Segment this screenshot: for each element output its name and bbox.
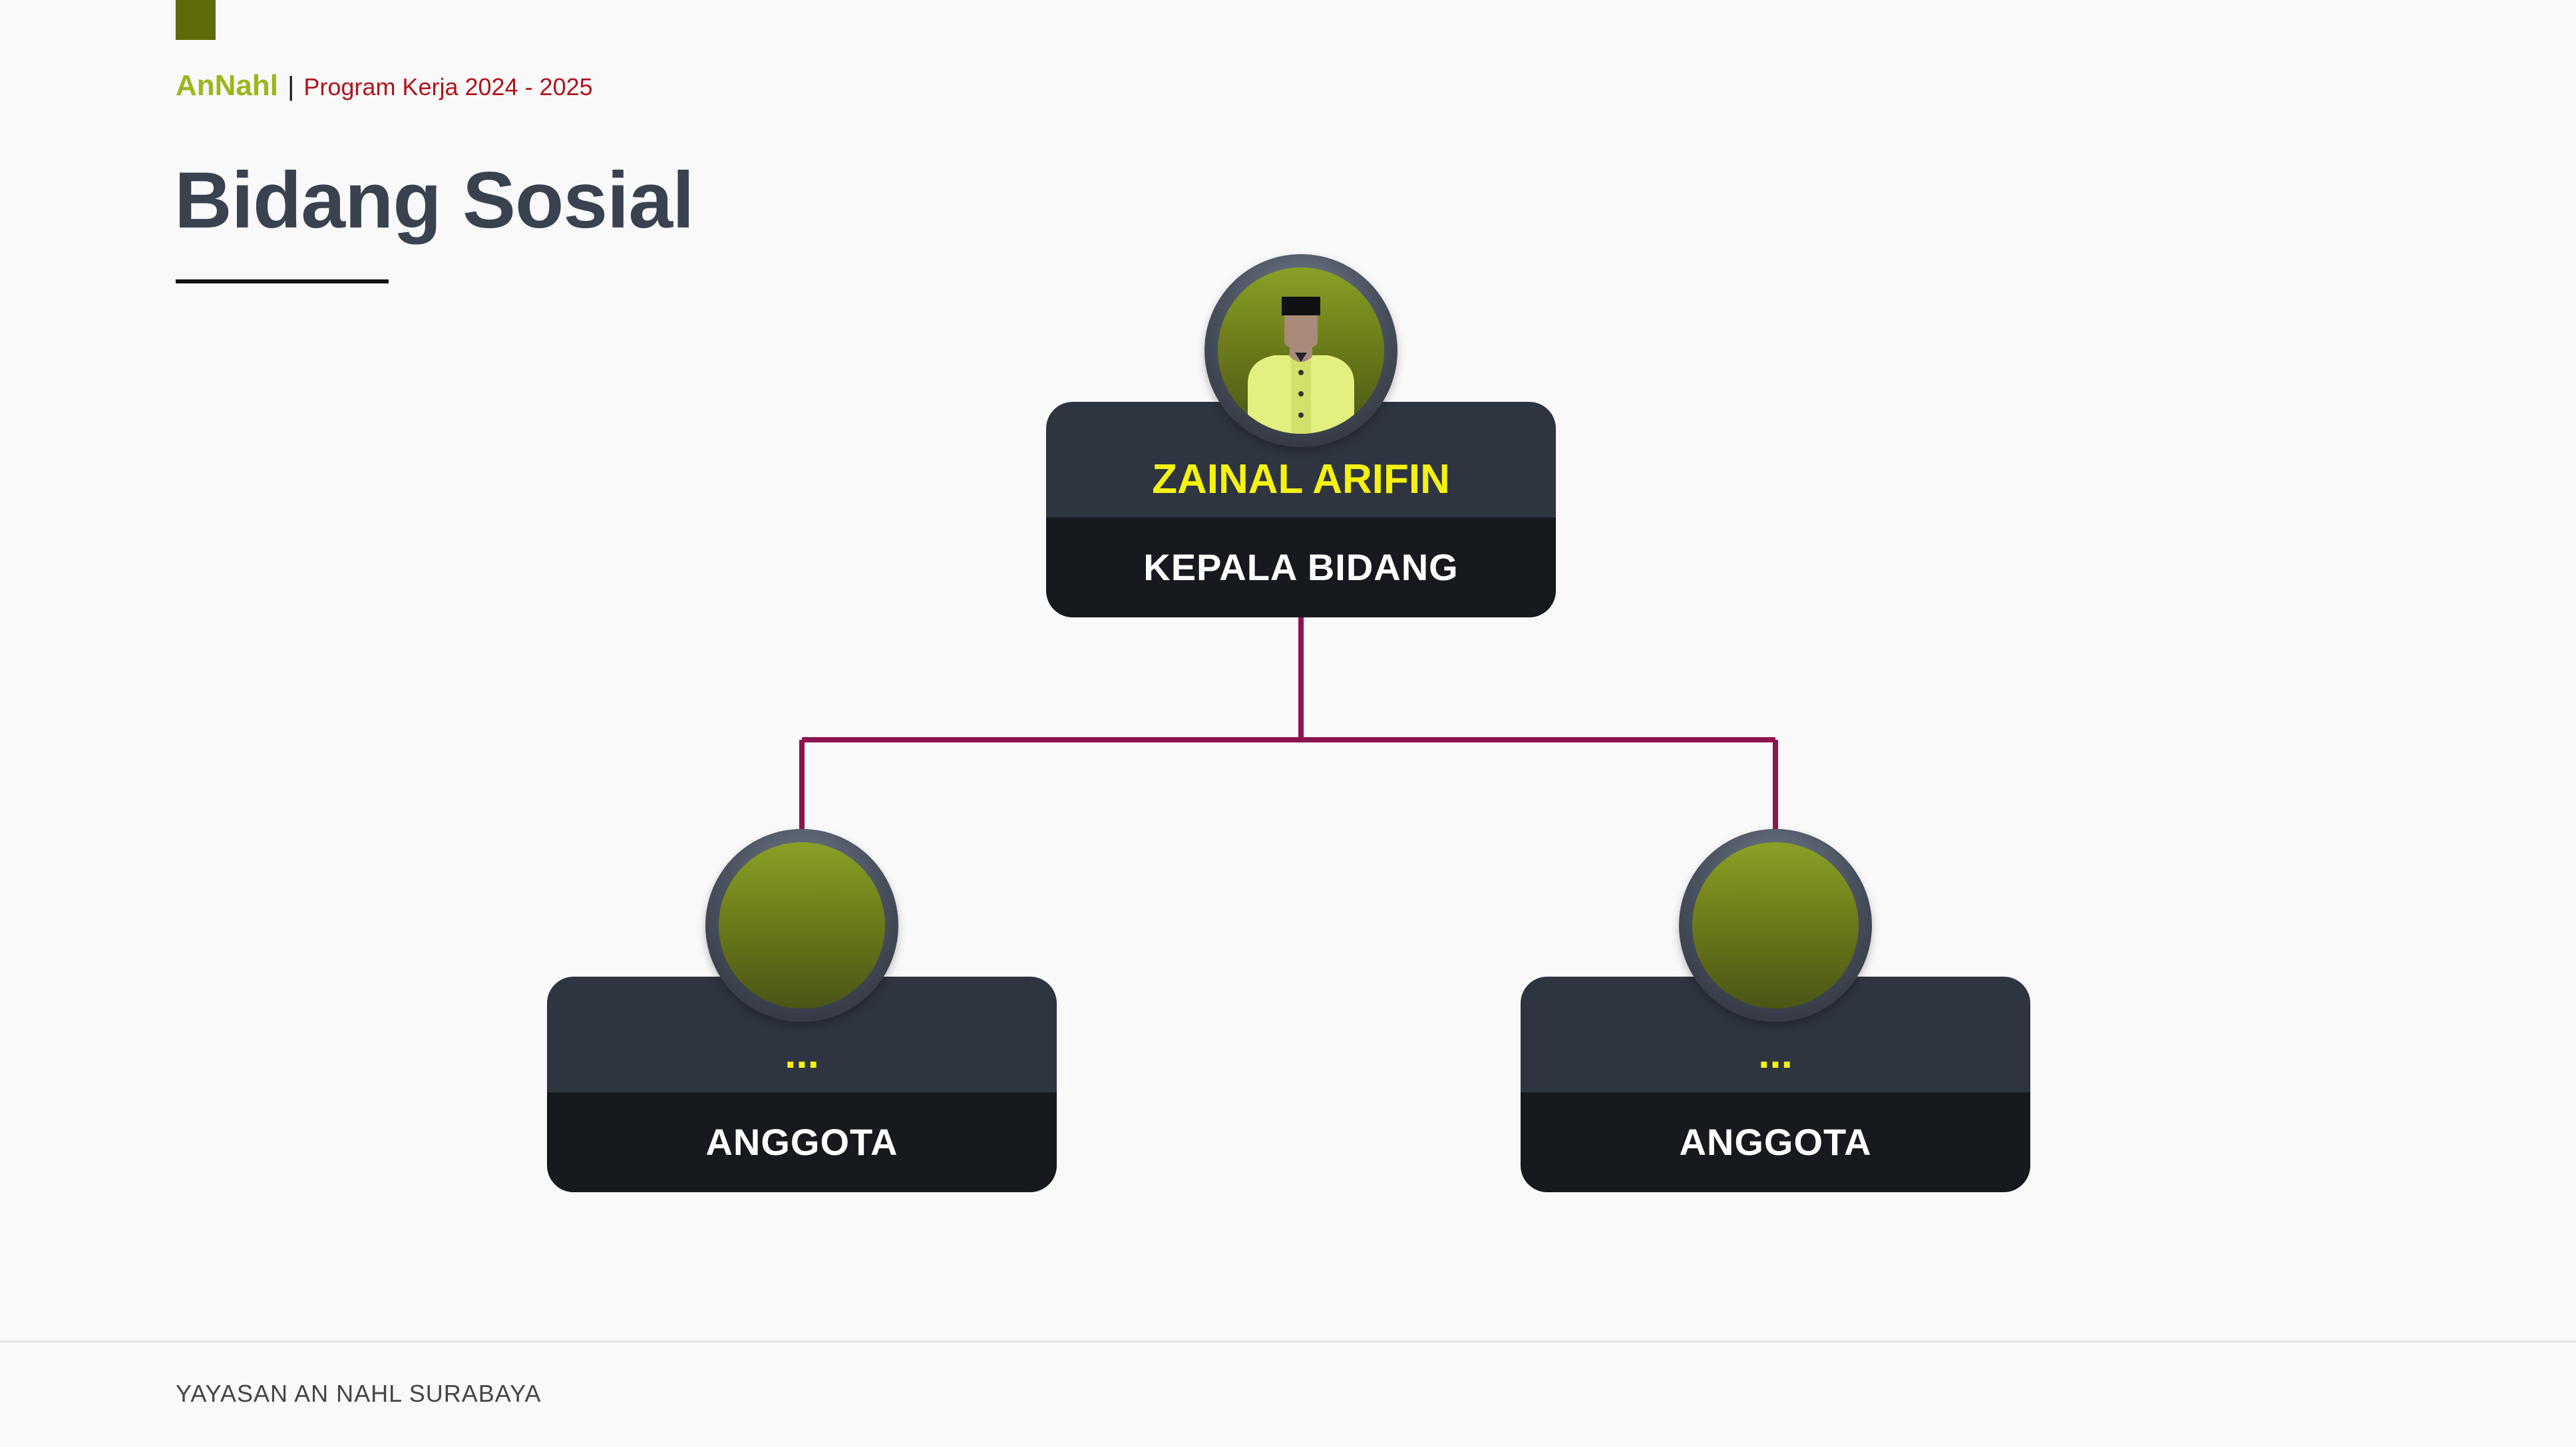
node-name: ZAINAL ARIFIN xyxy=(1152,456,1450,502)
node-name: ... xyxy=(1758,1031,1793,1077)
header: AnNahl | Program Kerja 2024 - 2025 xyxy=(176,69,593,102)
person-icon xyxy=(1248,297,1354,434)
org-node-member[interactable]: ... ANGGOTA xyxy=(547,977,1057,1192)
avatar-member xyxy=(705,829,898,1022)
accent-square xyxy=(176,0,216,40)
page-title: Bidang Sosial xyxy=(174,156,694,245)
avatar-member xyxy=(1679,829,1872,1022)
node-role-panel: ANGGOTA xyxy=(1521,1092,2030,1192)
node-role-panel: ANGGOTA xyxy=(547,1092,1057,1192)
title-underline xyxy=(176,279,389,283)
footer-divider xyxy=(0,1341,2576,1343)
avatar-background xyxy=(1218,267,1384,434)
node-name: ... xyxy=(785,1031,819,1077)
avatar-background xyxy=(1692,842,1859,1009)
connector-head-to-members xyxy=(799,617,1778,830)
brand-name: AnNahl xyxy=(176,69,278,102)
node-role: ANGGOTA xyxy=(705,1121,898,1163)
program-label: Program Kerja 2024 - 2025 xyxy=(303,73,593,100)
avatar-background xyxy=(719,842,885,1009)
node-role: KEPALA BIDANG xyxy=(1143,546,1459,588)
avatar-head xyxy=(1204,254,1397,447)
node-role-panel: KEPALA BIDANG xyxy=(1046,518,1556,617)
node-role: ANGGOTA xyxy=(1679,1121,1872,1163)
header-separator: | xyxy=(287,72,295,101)
org-node-member[interactable]: ... ANGGOTA xyxy=(1521,977,2030,1192)
footer-text: YAYASAN AN NAHL SURABAYA xyxy=(176,1380,542,1407)
